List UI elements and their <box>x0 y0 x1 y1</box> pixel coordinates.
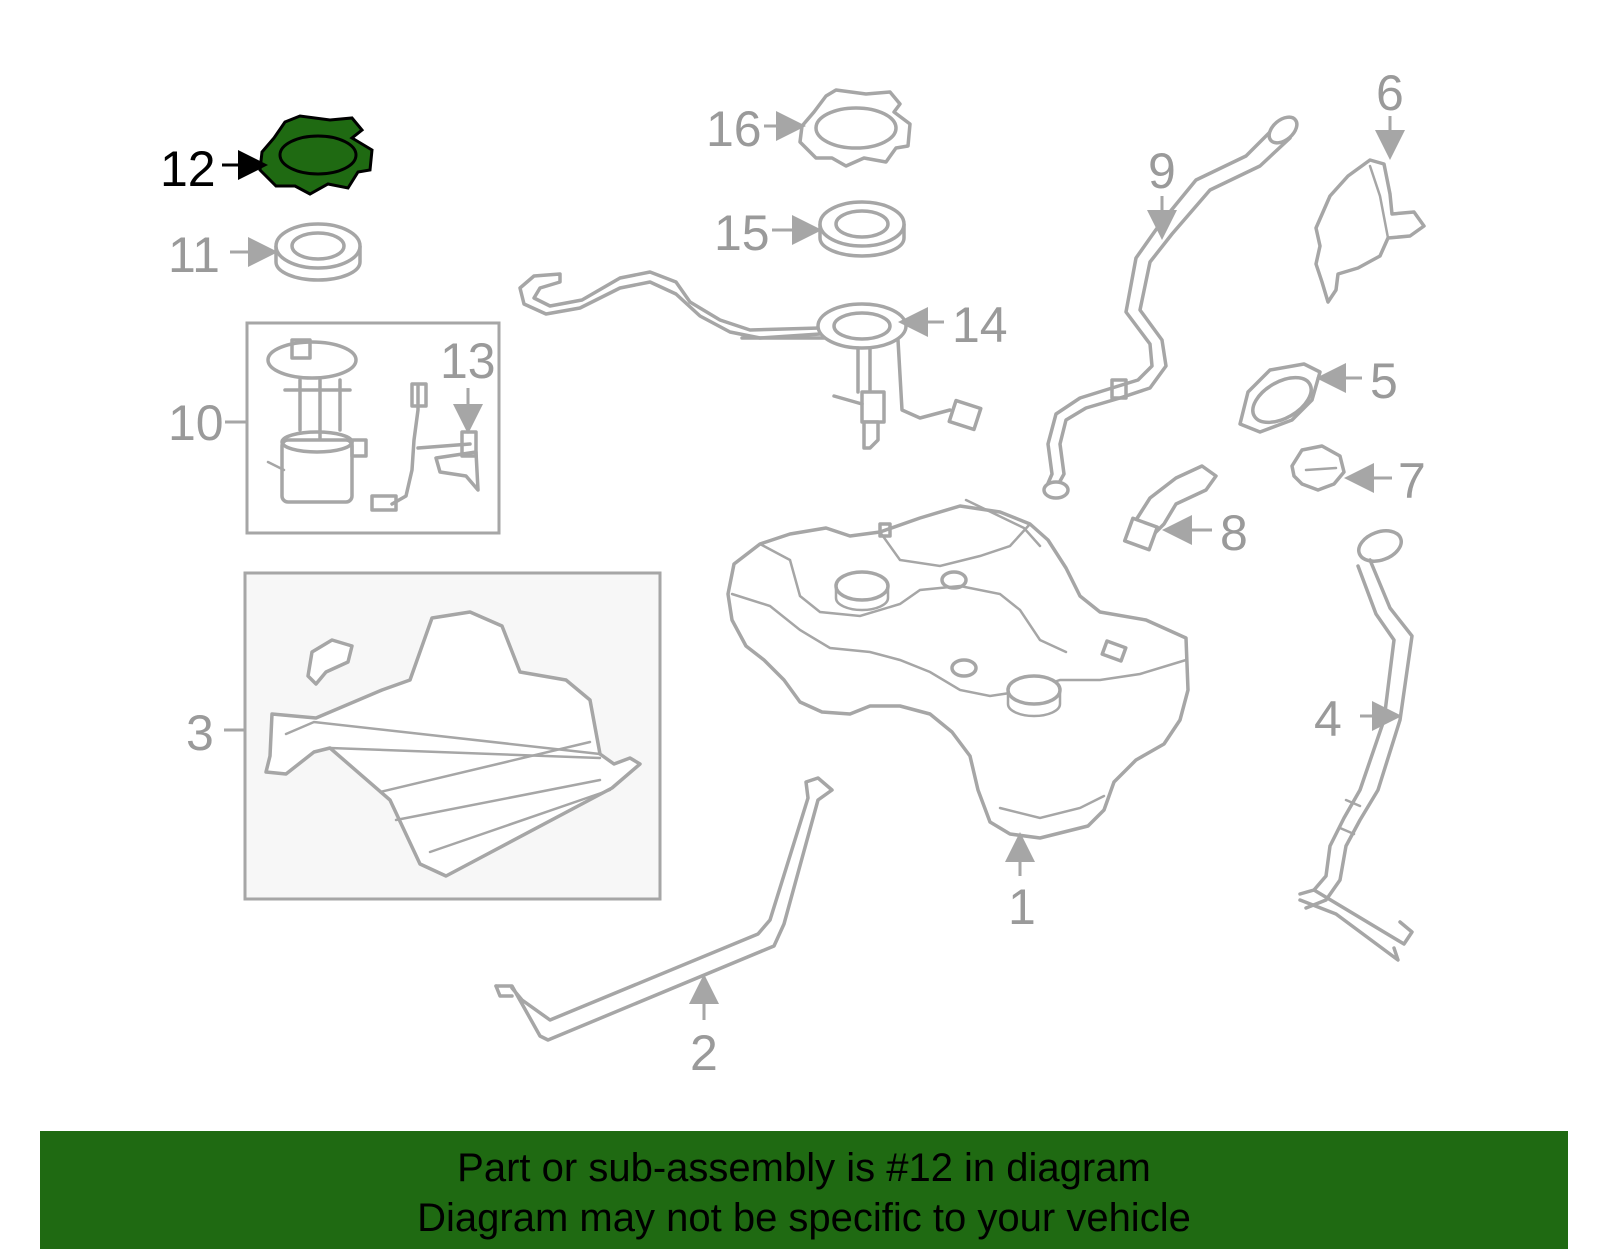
part-16-lock-ring[interactable] <box>798 88 912 168</box>
callout-14[interactable]: 14 <box>952 297 1008 353</box>
info-banner: Part or sub-assembly is #12 in diagram D… <box>40 1131 1568 1249</box>
callout-8[interactable]: 8 <box>1220 505 1248 561</box>
part-9-vent-hose[interactable] <box>1042 112 1302 500</box>
banner-line-2: Diagram may not be specific to your vehi… <box>417 1196 1191 1240</box>
part-11-seal[interactable] <box>274 222 362 282</box>
part-14-fuel-sender[interactable] <box>518 270 983 450</box>
callout-4[interactable]: 4 <box>1314 691 1342 747</box>
callout-11[interactable]: 11 <box>168 227 220 283</box>
callout-1[interactable]: 1 <box>1008 879 1036 935</box>
part-5-gasket[interactable] <box>1238 362 1322 434</box>
callout-10[interactable]: 10 <box>168 395 224 451</box>
part-13-wiring-harness[interactable] <box>370 382 480 512</box>
part-15-seal[interactable] <box>818 200 906 258</box>
part-7-fuel-cap[interactable] <box>1290 444 1346 492</box>
callout-15[interactable]: 15 <box>714 205 770 261</box>
callout-5[interactable]: 5 <box>1370 353 1398 409</box>
part-1-fuel-tank[interactable] <box>726 498 1190 840</box>
part-4-filler-pipe[interactable] <box>1298 525 1414 962</box>
part-2-strap[interactable] <box>494 776 834 1042</box>
callout-6[interactable]: 6 <box>1376 65 1404 121</box>
banner-line-1: Part or sub-assembly is #12 in diagram <box>457 1146 1151 1190</box>
callout-9[interactable]: 9 <box>1148 143 1176 199</box>
part-3-heat-shield[interactable] <box>264 610 642 878</box>
callout-16[interactable]: 16 <box>706 101 762 157</box>
part-8-hose[interactable] <box>1122 464 1218 552</box>
callout-3[interactable]: 3 <box>186 705 214 761</box>
part-12-lock-ring[interactable] <box>258 114 374 196</box>
part-6-bracket[interactable] <box>1314 158 1426 304</box>
part-10-fuel-pump[interactable] <box>266 338 368 504</box>
callout-7[interactable]: 7 <box>1398 453 1426 509</box>
callout-12[interactable]: 12 <box>160 141 216 197</box>
callout-13[interactable]: 13 <box>440 333 496 389</box>
callout-2[interactable]: 2 <box>690 1025 718 1081</box>
